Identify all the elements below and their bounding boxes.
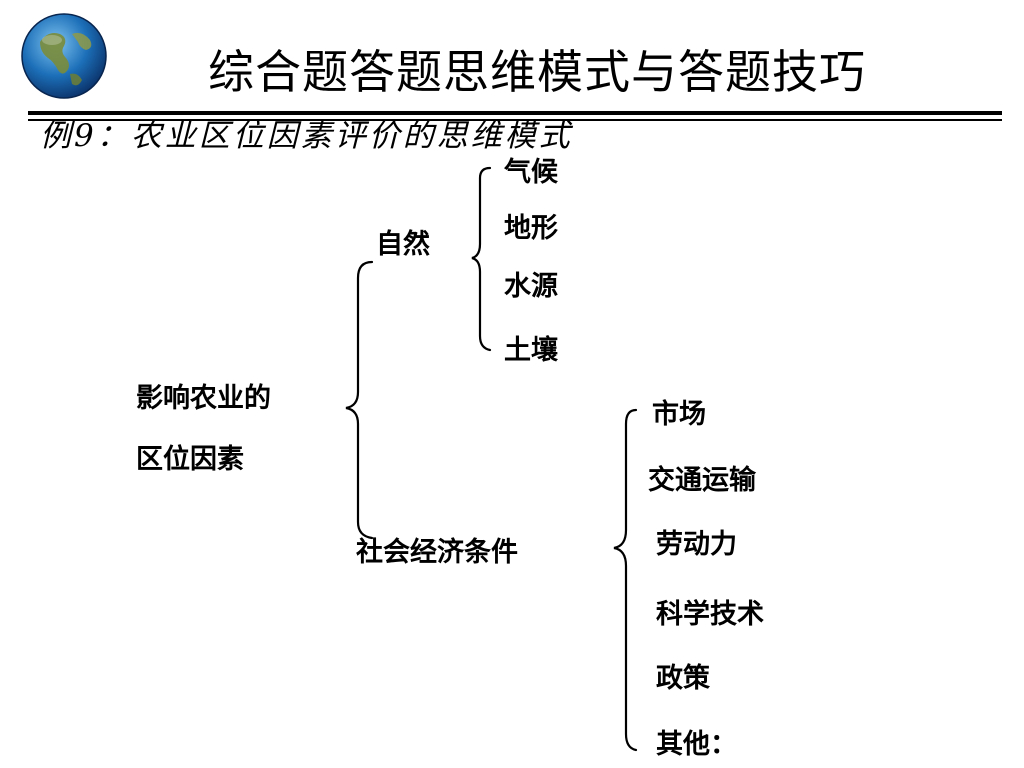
social-brace xyxy=(613,408,638,752)
main-brace xyxy=(345,260,374,540)
natural-brace xyxy=(471,166,492,352)
social-item-policy: 政策 xyxy=(656,663,710,694)
social-item-market: 市场 xyxy=(652,399,706,430)
social-item-labor: 劳动力 xyxy=(656,529,737,560)
globe-icon xyxy=(21,13,107,99)
social-item-technology: 科学技术 xyxy=(656,599,764,630)
natural-item-water: 水源 xyxy=(504,271,558,302)
natural-label: 自然 xyxy=(376,229,430,260)
example-heading: 例9：农业区位因素评价的思维模式 xyxy=(40,118,573,154)
social-label: 社会经济条件 xyxy=(356,537,518,568)
natural-item-terrain: 地形 xyxy=(504,213,558,244)
slide-title: 综合题答题思维模式与答题技巧 xyxy=(208,45,866,99)
natural-item-soil: 土壤 xyxy=(504,335,558,366)
social-item-other: 其他： xyxy=(656,729,737,760)
title-rule-thick xyxy=(28,111,1002,115)
natural-item-climate: 气候 xyxy=(504,157,558,188)
social-item-transport: 交通运输 xyxy=(648,465,756,496)
root-label-line2: 区位因素 xyxy=(136,444,244,475)
title-rule-thin xyxy=(28,119,1002,121)
root-label-line1: 影响农业的 xyxy=(136,383,271,414)
